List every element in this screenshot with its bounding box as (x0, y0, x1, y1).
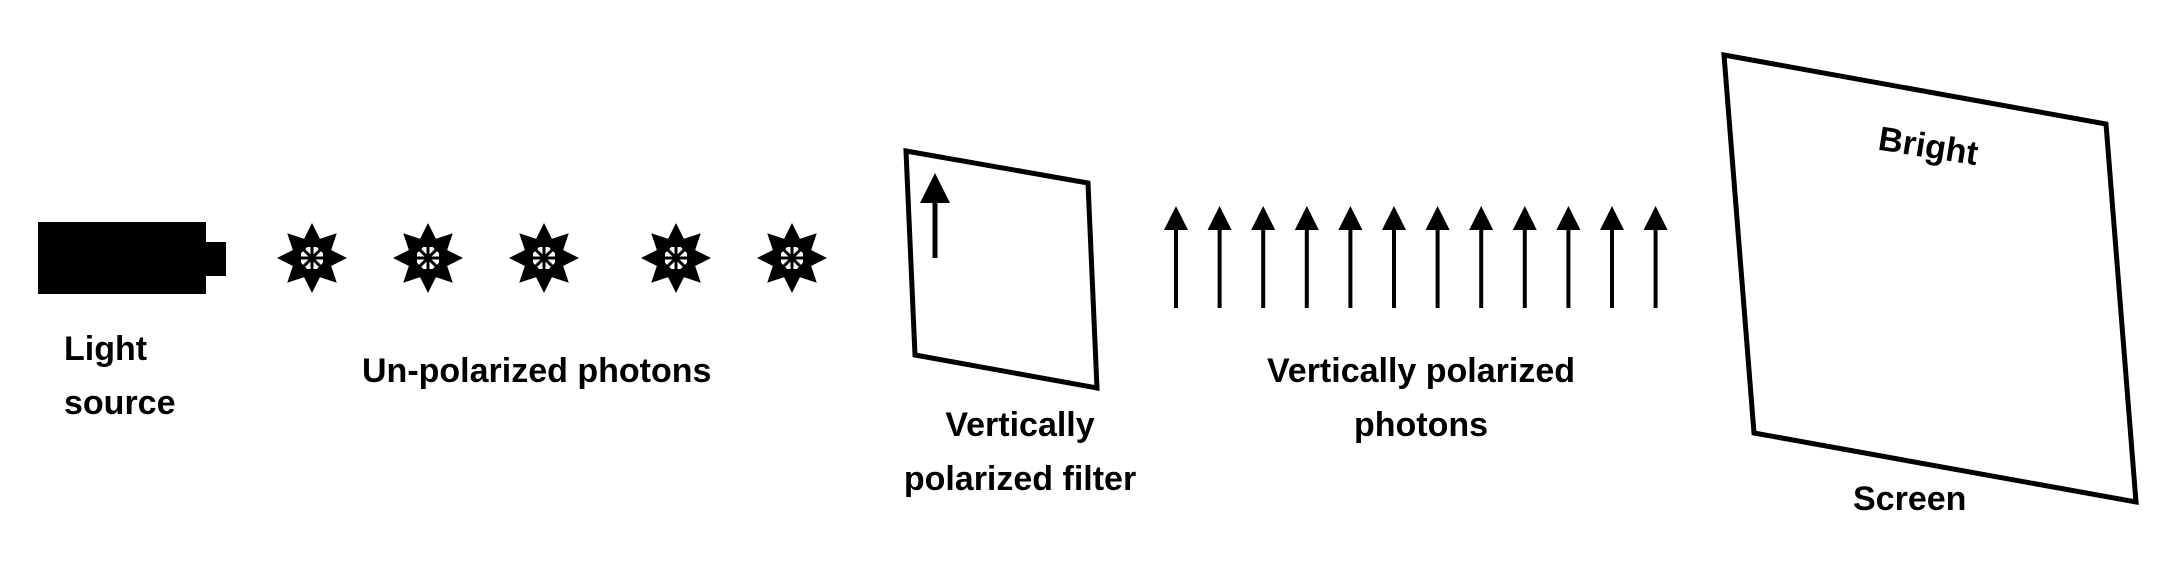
unpolarized-photon-icon (757, 223, 827, 293)
polarized-photons-label-line-1: Vertically polarized (1266, 352, 1576, 390)
polarized-photons-label: Vertically polarized photons (1236, 344, 1606, 452)
unpolarized-photons-group (277, 223, 827, 293)
unpolarized-photon-icon (509, 223, 579, 293)
screen-frame (1721, 51, 2139, 506)
screen-label: Screen (1853, 480, 1967, 518)
light-source-lens (204, 242, 226, 276)
unpolarized-photons-label: Un-polarized photons (362, 352, 712, 390)
unpolarized-photon-icon (641, 223, 711, 293)
light-source-label-line-2: source (64, 384, 176, 422)
filter-frame (903, 147, 1100, 392)
screen (1721, 51, 2139, 506)
light-source-icon (38, 222, 226, 294)
unpolarized-photon-icon (393, 223, 463, 293)
light-source-label: Light source (64, 322, 176, 430)
polarizing-filter (903, 147, 1100, 392)
filter-label: Vertically polarized filter (870, 398, 1170, 506)
unpolarized-photon-icon (277, 223, 347, 293)
light-source-label-line-1: Light (64, 330, 148, 368)
polarized-photons-label-line-2: photons (1353, 406, 1489, 444)
polarized-photons-group (1164, 206, 1668, 308)
light-source-body (38, 222, 206, 294)
filter-label-line-2: polarized filter (903, 460, 1137, 498)
filter-label-line-1: Vertically (945, 406, 1095, 444)
